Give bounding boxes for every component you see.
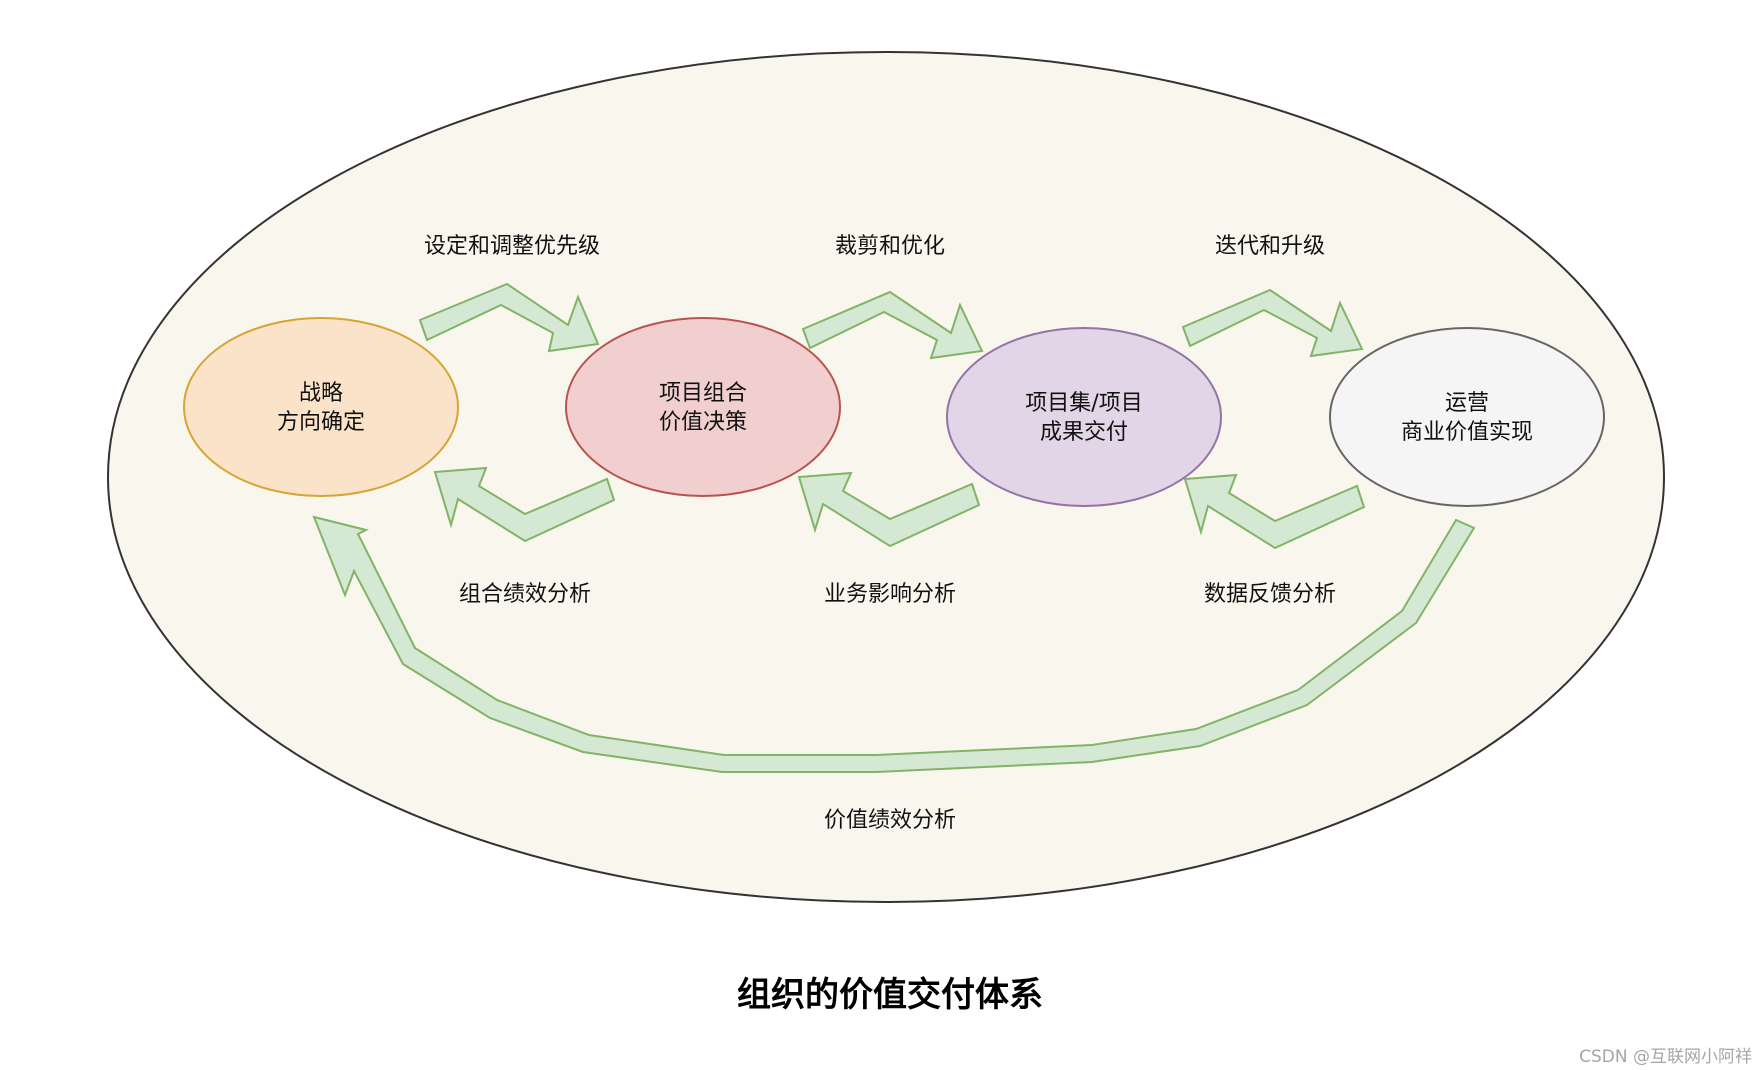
organization-boundary-ellipse: [107, 51, 1665, 903]
portfolio-label-line2: 价值决策: [659, 410, 747, 435]
feedback-label-1: 组合绩效分析: [459, 582, 591, 607]
feedback-arrow-2: [797, 471, 981, 548]
operations-node: [1329, 327, 1605, 507]
feedback-label-2: 业务影响分析: [824, 582, 956, 607]
forward-arrow-3: [1181, 288, 1364, 358]
delivery-label-line2: 成果交付: [1040, 420, 1128, 445]
operations-label-line2: 商业价值实现: [1401, 420, 1533, 445]
delivery-label-line1: 项目集/项目: [1025, 391, 1142, 416]
forward-arrow-2: [801, 290, 984, 360]
feedback-arrow-1: [433, 466, 616, 543]
strategy-node: [183, 317, 459, 497]
strategy-label-line1: 战略: [299, 381, 343, 406]
overall-feedback-arrow: [312, 515, 1476, 773]
forward-arrow-1: [418, 282, 600, 353]
forward-label-3: 迭代和升级: [1215, 234, 1325, 259]
operations-label-line1: 运营: [1445, 391, 1489, 416]
strategy-label-line2: 方向确定: [277, 410, 365, 435]
feedback-label-3: 数据反馈分析: [1204, 582, 1336, 607]
portfolio-label-line1: 项目组合: [659, 381, 747, 406]
feedback-arrow-3: [1183, 473, 1366, 550]
overall-feedback-label: 价值绩效分析: [824, 808, 956, 833]
forward-label-2: 裁剪和优化: [835, 234, 945, 259]
watermark: CSDN @互联网小阿祥: [1579, 1047, 1752, 1067]
delivery-node: [946, 327, 1222, 507]
forward-label-1: 设定和调整优先级: [424, 234, 600, 259]
diagram-title: 组织的价值交付体系: [737, 975, 1043, 1015]
portfolio-node: [565, 317, 841, 497]
